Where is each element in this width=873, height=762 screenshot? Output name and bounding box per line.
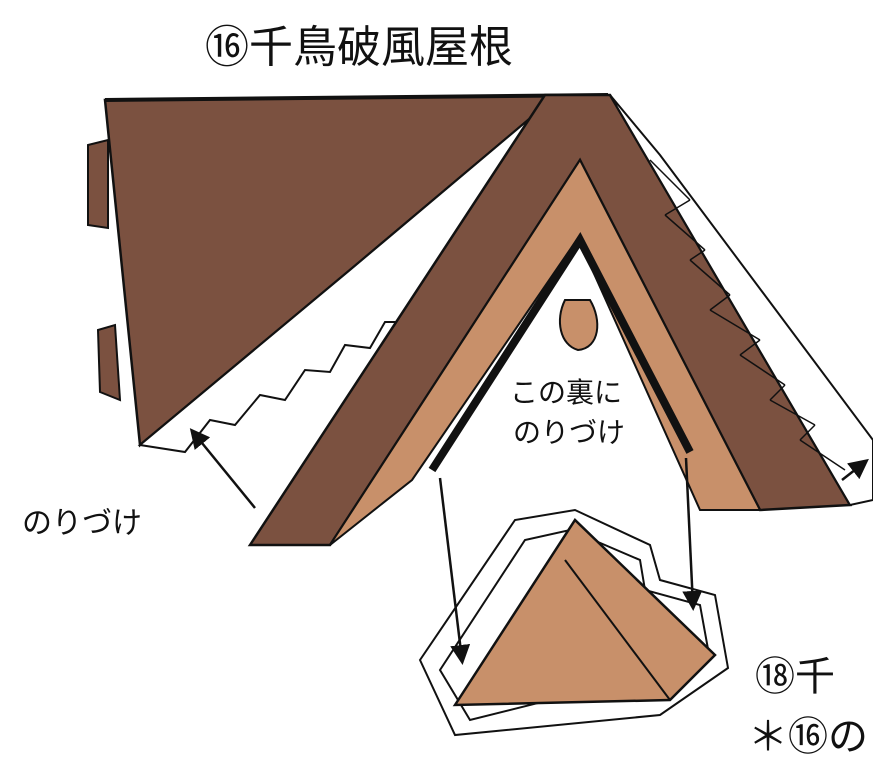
inner-glue-line (428, 232, 694, 473)
diagram-title: ⑯千鳥破風屋根 (205, 22, 513, 73)
inner-glue-label-line1: この裏に (510, 376, 622, 409)
gable-ornament (558, 299, 599, 352)
left-glue-arrow (189, 428, 256, 509)
inner-glue-label-line2: のりづけ (513, 416, 625, 449)
down-arrow-left (438, 477, 471, 665)
note-label: ＊⑯の (748, 714, 868, 760)
right-glue-strip (609, 94, 873, 507)
right-glue-arrow (841, 458, 869, 481)
down-arrow-right (682, 457, 703, 611)
next-part-label: ⑱千 (755, 654, 835, 700)
left-glue-label: のりづけ (22, 506, 142, 541)
lower-gable-piece (418, 508, 730, 737)
gable-inner-band (329, 158, 762, 546)
